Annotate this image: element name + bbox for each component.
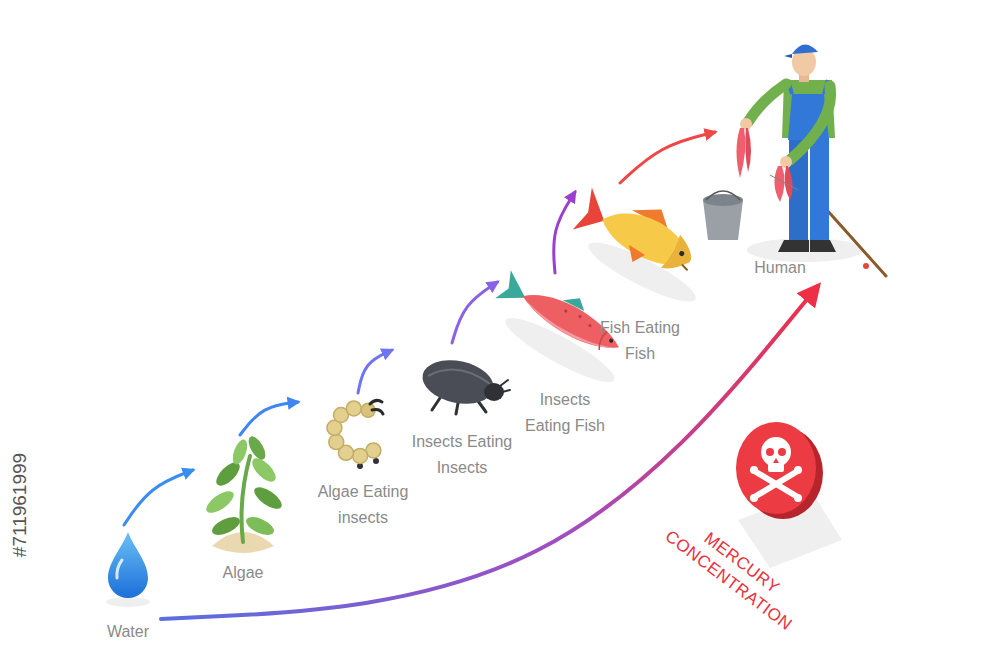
food-chain-arrow bbox=[358, 350, 392, 393]
fisherman bbox=[737, 128, 746, 178]
stage-node: Human bbox=[720, 32, 840, 281]
water-drop bbox=[117, 560, 122, 578]
algae-plant bbox=[245, 434, 268, 463]
larva-insect bbox=[373, 458, 379, 464]
salmon-fish bbox=[588, 323, 592, 327]
fisherman bbox=[748, 84, 786, 122]
algae-plant bbox=[230, 438, 250, 467]
skull-badge bbox=[736, 422, 823, 519]
fisherman bbox=[863, 263, 869, 269]
food-chain-arrow bbox=[620, 132, 715, 183]
stage-node: Insects Eating Fish bbox=[503, 278, 628, 439]
water-drop bbox=[108, 532, 148, 598]
ground-shadow bbox=[106, 597, 150, 607]
stage-label: Algae Eating insects bbox=[303, 479, 423, 531]
algae-plant bbox=[248, 454, 279, 485]
algae-plant bbox=[243, 513, 276, 538]
skull-badge bbox=[761, 437, 791, 467]
illustration-slot bbox=[580, 188, 700, 315]
predator-fish bbox=[623, 245, 646, 266]
skull-badge bbox=[794, 494, 802, 502]
predator-fish bbox=[678, 250, 685, 257]
skull-badge bbox=[778, 448, 786, 456]
skull-badge bbox=[756, 472, 796, 496]
stage-label: Algae bbox=[208, 560, 278, 586]
stage-label: Insects Eating Fish bbox=[515, 387, 615, 439]
algae-plant bbox=[203, 434, 285, 553]
algae-plant bbox=[203, 487, 237, 517]
food-chain-arrow bbox=[124, 470, 193, 525]
salmon-fish bbox=[608, 338, 613, 343]
watermark: #711961999 bbox=[9, 440, 31, 570]
illustration-slot bbox=[720, 32, 840, 255]
beetle-insect bbox=[418, 354, 497, 410]
food-chain-arrow bbox=[240, 402, 298, 435]
fisherman bbox=[810, 134, 829, 240]
water-drop bbox=[108, 532, 148, 598]
algae-plant bbox=[251, 483, 285, 513]
fisherman bbox=[706, 191, 740, 200]
algae-plant bbox=[209, 513, 242, 538]
larva-insect bbox=[327, 400, 383, 469]
stage-label: Human bbox=[740, 255, 820, 281]
larva-insect bbox=[353, 448, 368, 463]
salmon-fish bbox=[495, 270, 533, 311]
illustration-slot bbox=[198, 440, 288, 560]
fisherman bbox=[703, 194, 743, 206]
beetle-insect bbox=[418, 354, 510, 414]
illustration-slot bbox=[98, 530, 158, 619]
predator-fish bbox=[571, 188, 615, 241]
predator-fish bbox=[682, 265, 688, 270]
predator-fish bbox=[595, 199, 699, 278]
skull-badge bbox=[766, 448, 774, 456]
fisherman bbox=[784, 54, 792, 58]
fisherman bbox=[790, 86, 831, 160]
fisherman bbox=[788, 80, 828, 94]
stage-node: Algae Eating insects bbox=[303, 398, 423, 531]
food-chain-arrow bbox=[452, 282, 498, 343]
stage-label: Fish Eating Fish bbox=[590, 315, 690, 367]
illustration-slot bbox=[397, 348, 527, 429]
larva-insect bbox=[329, 435, 344, 450]
fisherman bbox=[792, 44, 818, 54]
fisherman bbox=[770, 175, 798, 190]
skull-badge bbox=[750, 466, 758, 474]
salmon-fish bbox=[578, 314, 582, 318]
stage-label: Water bbox=[98, 619, 158, 645]
fisherman bbox=[703, 44, 886, 276]
skull-badge bbox=[736, 422, 816, 514]
fisherman bbox=[774, 166, 784, 202]
stage-node: Algae bbox=[198, 440, 288, 586]
larva-insect bbox=[370, 400, 383, 414]
fisherman bbox=[745, 128, 751, 172]
salmon-fish bbox=[495, 262, 630, 362]
fisherman bbox=[810, 240, 836, 252]
beetle-insect bbox=[500, 380, 510, 392]
skull-badge bbox=[794, 466, 802, 474]
stage-node: Insects Eating Insects bbox=[397, 348, 527, 481]
stage-label: Insects Eating Insects bbox=[397, 429, 527, 481]
salmon-fish bbox=[564, 309, 568, 313]
skull-badge bbox=[773, 458, 779, 463]
predator-fish bbox=[661, 234, 699, 278]
skull-badge bbox=[750, 494, 758, 502]
stage-node: Fish Eating Fish bbox=[580, 188, 700, 367]
larva-insect bbox=[346, 401, 361, 416]
fisherman bbox=[778, 240, 809, 252]
food-chain-arrow bbox=[554, 192, 575, 273]
algae-plant bbox=[242, 456, 250, 542]
illustration-slot bbox=[303, 398, 423, 479]
stage-node: Water bbox=[98, 530, 158, 645]
predator-fish bbox=[570, 177, 706, 286]
beetle-insect bbox=[428, 370, 490, 384]
ground-shadow bbox=[747, 238, 863, 262]
ground-shadow bbox=[106, 233, 863, 607]
